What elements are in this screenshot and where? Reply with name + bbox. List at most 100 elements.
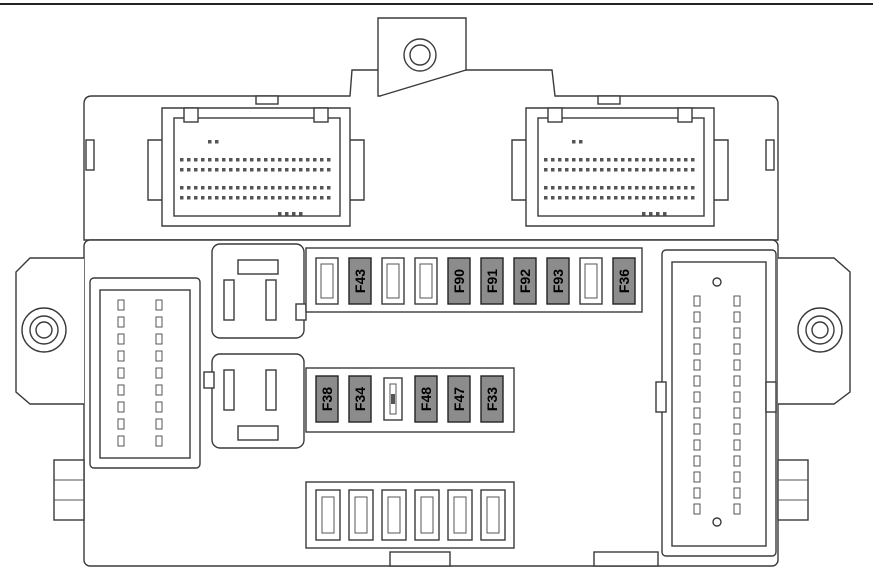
connector-pin xyxy=(257,168,261,172)
connector-pin xyxy=(180,196,184,200)
connector-pin xyxy=(693,439,701,451)
connector-pin xyxy=(677,196,681,200)
fuse-slot-empty xyxy=(447,489,473,541)
connector-pin xyxy=(733,359,741,371)
connector-pin xyxy=(663,158,667,162)
connector-pin xyxy=(229,158,233,162)
fuse-slot-empty xyxy=(348,489,374,541)
connector-pin xyxy=(677,168,681,172)
left-vertical-connector xyxy=(89,277,201,469)
connector-pin xyxy=(215,158,219,162)
connector-pin xyxy=(677,186,681,190)
connector-pin xyxy=(208,196,212,200)
connector-pin xyxy=(733,503,741,515)
connector-pin xyxy=(278,186,282,190)
fuse-slot-empty xyxy=(315,257,339,305)
connector-pin xyxy=(565,196,569,200)
connector-pin xyxy=(628,168,632,172)
connector-pin xyxy=(257,158,261,162)
connector-pin xyxy=(180,186,184,190)
connector-pin xyxy=(693,407,701,419)
connector-pin xyxy=(299,212,303,216)
connector-pin xyxy=(271,168,275,172)
connector-pin xyxy=(285,196,289,200)
connector-pin xyxy=(565,168,569,172)
connector-pin xyxy=(593,186,597,190)
fuse-label-f34: F34 xyxy=(352,387,368,411)
connector-pin xyxy=(155,333,163,345)
connector-pin xyxy=(250,196,254,200)
connector-pin xyxy=(693,423,701,435)
connector-pin xyxy=(593,158,597,162)
connector-pin xyxy=(684,168,688,172)
connector-pin xyxy=(614,196,618,200)
connector-pin xyxy=(733,455,741,467)
connector-pin xyxy=(572,140,576,144)
connector-pin xyxy=(565,158,569,162)
connector-pin xyxy=(614,158,618,162)
connector-pin xyxy=(155,435,163,447)
connector-pin xyxy=(201,186,205,190)
connector-pin xyxy=(208,168,212,172)
connector-pin xyxy=(313,158,317,162)
connector-pin xyxy=(733,471,741,483)
connector-pin xyxy=(271,186,275,190)
connector-pin xyxy=(544,186,548,190)
connector-pin xyxy=(264,196,268,200)
connector-pin xyxy=(299,186,303,190)
connector-pin xyxy=(236,186,240,190)
connector-pin xyxy=(677,158,681,162)
connector-pin xyxy=(649,186,653,190)
connector-pin xyxy=(117,367,125,379)
connector-pin xyxy=(285,212,289,216)
relay-socket-lower xyxy=(203,353,305,449)
connector-pin xyxy=(222,186,226,190)
connector-pin xyxy=(586,158,590,162)
fuse-label-f90: F90 xyxy=(451,269,467,293)
connector-pin xyxy=(693,359,701,371)
connector-pin xyxy=(327,196,331,200)
fuse-f48: F48 xyxy=(414,375,438,423)
connector-pin xyxy=(155,401,163,413)
fuse-f43: F43 xyxy=(348,257,372,305)
connector-pin xyxy=(642,196,646,200)
connector-pin xyxy=(236,196,240,200)
connector-pin xyxy=(693,327,701,339)
connector-pin xyxy=(733,407,741,419)
connector-pin xyxy=(621,158,625,162)
connector-pin xyxy=(572,186,576,190)
fuse-label-f92: F92 xyxy=(517,269,533,293)
connector-pin xyxy=(579,158,583,162)
connector-pin xyxy=(292,196,296,200)
connector-pin xyxy=(614,186,618,190)
connector-pin xyxy=(320,186,324,190)
connector-pin xyxy=(693,295,701,307)
connector-pin xyxy=(257,186,261,190)
connector-pin xyxy=(278,212,282,216)
connector-pin xyxy=(733,439,741,451)
connector-pin xyxy=(572,158,576,162)
connector-pin xyxy=(558,158,562,162)
connector-pin xyxy=(180,168,184,172)
fuse-label-f93: F93 xyxy=(550,269,566,293)
connector-pin xyxy=(733,343,741,355)
connector-pin xyxy=(313,168,317,172)
fuse-f34: F34 xyxy=(348,375,372,423)
connector-pin xyxy=(663,186,667,190)
connector-pin xyxy=(313,186,317,190)
connector-pin xyxy=(222,158,226,162)
connector-pin xyxy=(693,311,701,323)
connector-pin xyxy=(306,186,310,190)
connector-pin xyxy=(306,196,310,200)
connector-pin xyxy=(271,196,275,200)
relay-socket-upper xyxy=(211,243,307,339)
connector-pin xyxy=(684,186,688,190)
connector-pin xyxy=(635,158,639,162)
connector-pin xyxy=(285,186,289,190)
connector-pin xyxy=(264,168,268,172)
connector-pin xyxy=(642,212,646,216)
connector-pin xyxy=(628,196,632,200)
connector-pin xyxy=(656,212,660,216)
connector-pin xyxy=(693,487,701,499)
